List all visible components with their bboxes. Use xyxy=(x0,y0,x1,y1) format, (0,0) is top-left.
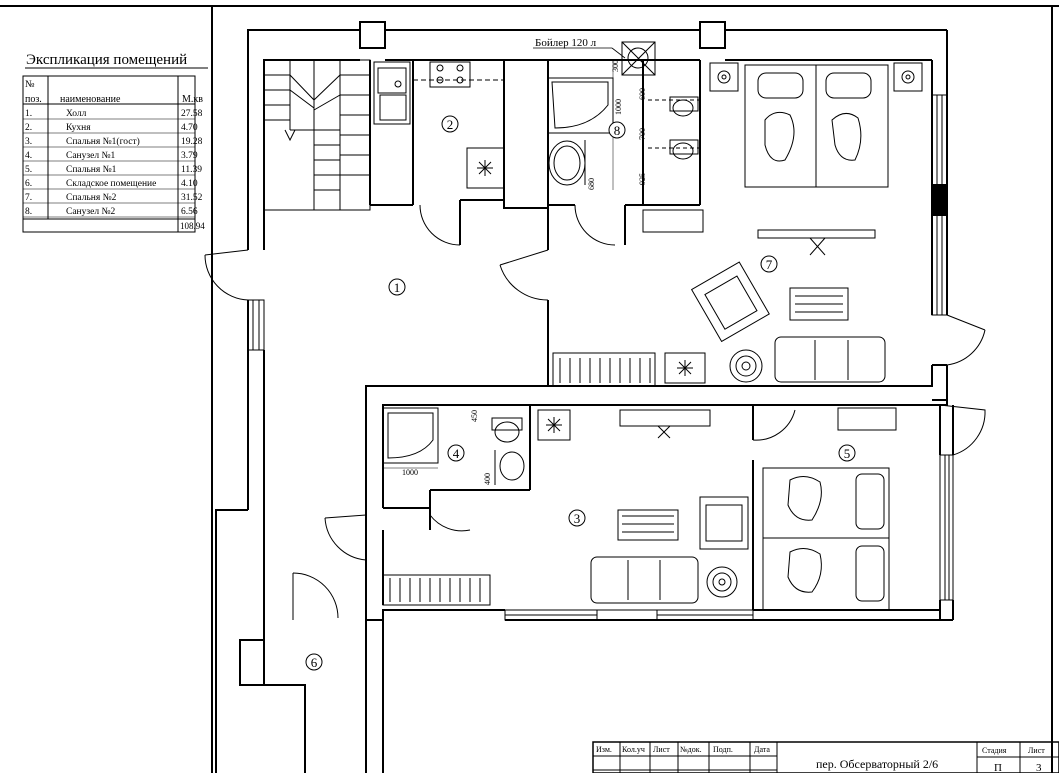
wall-blocks xyxy=(239,21,726,686)
bathroom-4-fixtures xyxy=(382,407,571,485)
room-number-7: 7 xyxy=(766,257,773,272)
legend-total: 108.94 xyxy=(180,221,205,231)
staircase xyxy=(263,59,371,211)
title-block-headers: Изм. Кол.уч Лист №док. Подп. Дата xyxy=(596,745,770,754)
legend-row-area: 11.39 xyxy=(181,165,202,175)
legend-row-name: Спальня №1 xyxy=(66,165,117,175)
dim-450: 450 xyxy=(470,410,479,422)
dim-1000a: 1000 xyxy=(614,99,623,115)
boiler-label: Бойлер 120 л xyxy=(535,37,597,49)
legend-header-num-1: № xyxy=(25,79,35,90)
legend-row-num: 5. xyxy=(25,165,32,175)
legend-row-name: Санузел №2 xyxy=(66,207,116,217)
legend-header-area: М.кв xyxy=(182,94,203,105)
room-marker-2: 2 xyxy=(441,115,459,133)
legend-title: Экспликация помещений xyxy=(26,52,187,68)
legend-rows: 1. Холл 27.58 2. Кухня 4.70 3. Спальня №1(гост)… xyxy=(23,109,203,218)
title-block-header: Кол.уч xyxy=(622,745,645,754)
dim-300: 300 xyxy=(611,60,620,72)
title-block-header: №док. xyxy=(680,745,702,754)
legend-row-area: 31.52 xyxy=(181,193,203,203)
room-marker-8: 8 xyxy=(608,121,626,139)
legend-row-num: 4. xyxy=(25,151,32,161)
legend-row-area: 19.28 xyxy=(181,137,203,147)
room-marker-4: 4 xyxy=(447,444,465,462)
title-block-header: Дата xyxy=(754,745,770,754)
legend-row-name: Кухня xyxy=(66,123,91,133)
title-block-stage-label: Стадия xyxy=(982,746,1007,755)
dim-600: 600 xyxy=(638,88,647,100)
ac-unit-icons xyxy=(477,160,693,433)
legend-row-name: Спальня №2 xyxy=(66,193,117,203)
legend-row-area: 4.10 xyxy=(181,179,198,189)
windows xyxy=(247,94,954,621)
doors xyxy=(204,200,986,620)
legend-row-area: 27.58 xyxy=(181,109,203,119)
dim-700: 700 xyxy=(638,128,647,140)
legend-row-num: 3. xyxy=(25,137,32,147)
title-block: Изм. Кол.уч Лист №док. Подп. Дата пер. Обсерв… xyxy=(592,741,1059,773)
legend-row-num: 8. xyxy=(25,207,32,217)
room-number-3: 3 xyxy=(574,511,581,526)
room-marker-1: 1 xyxy=(388,278,406,296)
title-block-header: Лист xyxy=(653,745,670,754)
legend-row-area: 3.79 xyxy=(181,151,198,161)
legend-header-name: наименование xyxy=(60,94,121,105)
legend-row-name: Санузел №1 xyxy=(66,151,116,161)
kitchen-fixtures xyxy=(373,61,505,189)
legend-row-name: Складское помещение xyxy=(66,179,156,189)
bathroom-8-fixtures xyxy=(547,41,704,233)
title-block-sheet-value: 3 xyxy=(1036,762,1042,773)
legend-row-name: Спальня №1(гост) xyxy=(66,136,140,147)
title-block-header: Изм. xyxy=(596,745,612,754)
room-number-5: 5 xyxy=(844,446,851,461)
room-marker-7: 7 xyxy=(760,255,778,273)
room-number-4: 4 xyxy=(453,446,460,461)
room-number-1: 1 xyxy=(394,280,401,295)
legend-table: Экспликация помещений № поз. наименовани… xyxy=(22,52,208,233)
title-block-header: Подп. xyxy=(713,745,733,754)
title-block-address: пер. Обсерваторный 2/6 xyxy=(816,757,938,771)
legend-row-num: 7. xyxy=(25,193,32,203)
dim-400: 400 xyxy=(483,473,492,485)
dimensions: 300 600 1000 700 925 680 450 400 1000 xyxy=(383,60,647,485)
room-number-2: 2 xyxy=(447,117,454,132)
sheet-border xyxy=(0,5,1059,773)
bedroom-3-5-furniture xyxy=(382,407,897,611)
legend-row-num: 6. xyxy=(25,179,32,189)
room-marker-3: 3 xyxy=(568,509,586,527)
room-number-6: 6 xyxy=(311,655,318,670)
legend-row-area: 4.70 xyxy=(181,123,198,133)
legend-row-num: 2. xyxy=(25,123,32,133)
dim-925: 925 xyxy=(638,173,647,185)
legend-row-num: 1. xyxy=(25,109,32,119)
room-markers: 1 2 3 4 5 6 7 8 xyxy=(305,115,856,671)
legend-header-num-2: поз. xyxy=(25,94,42,105)
room-marker-5: 5 xyxy=(838,444,856,462)
room-number-8: 8 xyxy=(614,123,621,138)
title-block-sheet-label: Лист xyxy=(1028,746,1045,755)
legend-row-name: Холл xyxy=(66,109,87,119)
bedroom-7-furniture xyxy=(552,62,923,387)
room-marker-6: 6 xyxy=(305,653,323,671)
legend-row-area: 6.56 xyxy=(181,207,198,217)
dim-680: 680 xyxy=(587,178,596,190)
dim-1000b: 1000 xyxy=(402,468,418,477)
title-block-stage-value: П xyxy=(994,762,1002,773)
interior-walls xyxy=(365,60,754,610)
